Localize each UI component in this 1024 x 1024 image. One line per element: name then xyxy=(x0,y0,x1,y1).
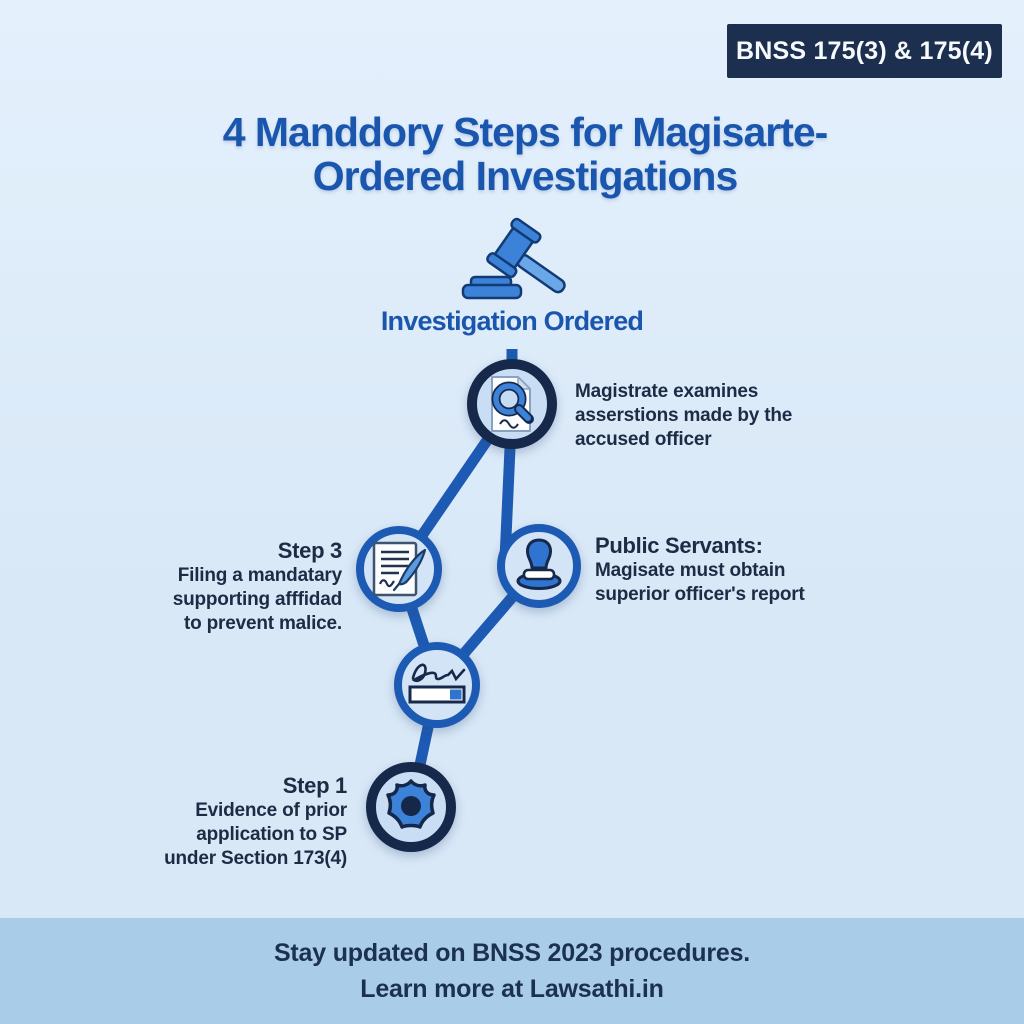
law-section-badge: BNSS 175(3) & 175(4) xyxy=(727,24,1002,78)
police-badge-icon xyxy=(386,779,436,829)
signature-field-icon xyxy=(408,663,466,704)
public-servants-line: superior officer's report xyxy=(595,584,805,605)
step3-line: Filing a mandatary xyxy=(177,565,342,586)
affidavit-document-pen-icon xyxy=(372,541,427,597)
step3-line: to prevent malice. xyxy=(184,613,342,634)
gavel-base xyxy=(461,275,523,300)
magistrate-line: asserstions made by the xyxy=(575,405,793,426)
public-servants-heading: Public Servants: xyxy=(595,533,763,558)
magistrate-text: Magistrate examines asserstions made by … xyxy=(575,380,815,452)
step3-text: Step 3 Filing a mandatary supporting aff… xyxy=(100,537,343,636)
step1-text: Step 1 Evidence of prior application to … xyxy=(100,772,347,871)
investigation-ordered-label: Investigation Ordered xyxy=(380,306,644,336)
stamp-icon xyxy=(516,538,562,590)
step1-node xyxy=(366,762,456,852)
signature-node xyxy=(394,642,480,728)
public-servants-node xyxy=(497,524,581,608)
page-title-line1: 4 Manddory Steps for Magisarte- xyxy=(222,109,829,155)
step1-heading: Step 1 xyxy=(282,773,348,798)
step3-node xyxy=(356,526,442,612)
footer-line2: Learn more at Lawsathi.in xyxy=(360,975,664,1003)
page-title-line2: Ordered Investigations xyxy=(312,153,739,199)
page-title: 4 Manddory Steps for Magisarte- Ordered … xyxy=(13,110,1024,198)
step1-line: Evidence of prior xyxy=(195,800,347,821)
step1-line: under Section 173(4) xyxy=(164,848,347,869)
footer-line1: Stay updated on BNSS 2023 procedures. xyxy=(273,939,751,967)
step3-heading: Step 3 xyxy=(277,538,343,563)
step3-line: supporting afffidad xyxy=(172,589,342,610)
public-servants-line: Magisate must obtain xyxy=(595,560,786,581)
magistrate-line: Magistrate examines xyxy=(575,381,759,402)
document-search-icon xyxy=(491,376,534,432)
magistrate-node xyxy=(467,359,557,449)
magistrate-line: accused officer xyxy=(575,429,712,450)
footer-band: Stay updated on BNSS 2023 procedures. Le… xyxy=(0,918,1024,1024)
gavel-icon xyxy=(461,217,566,300)
public-servants-text: Public Servants: Magisate must obtain su… xyxy=(595,532,845,607)
step1-line: application to SP xyxy=(196,824,347,845)
